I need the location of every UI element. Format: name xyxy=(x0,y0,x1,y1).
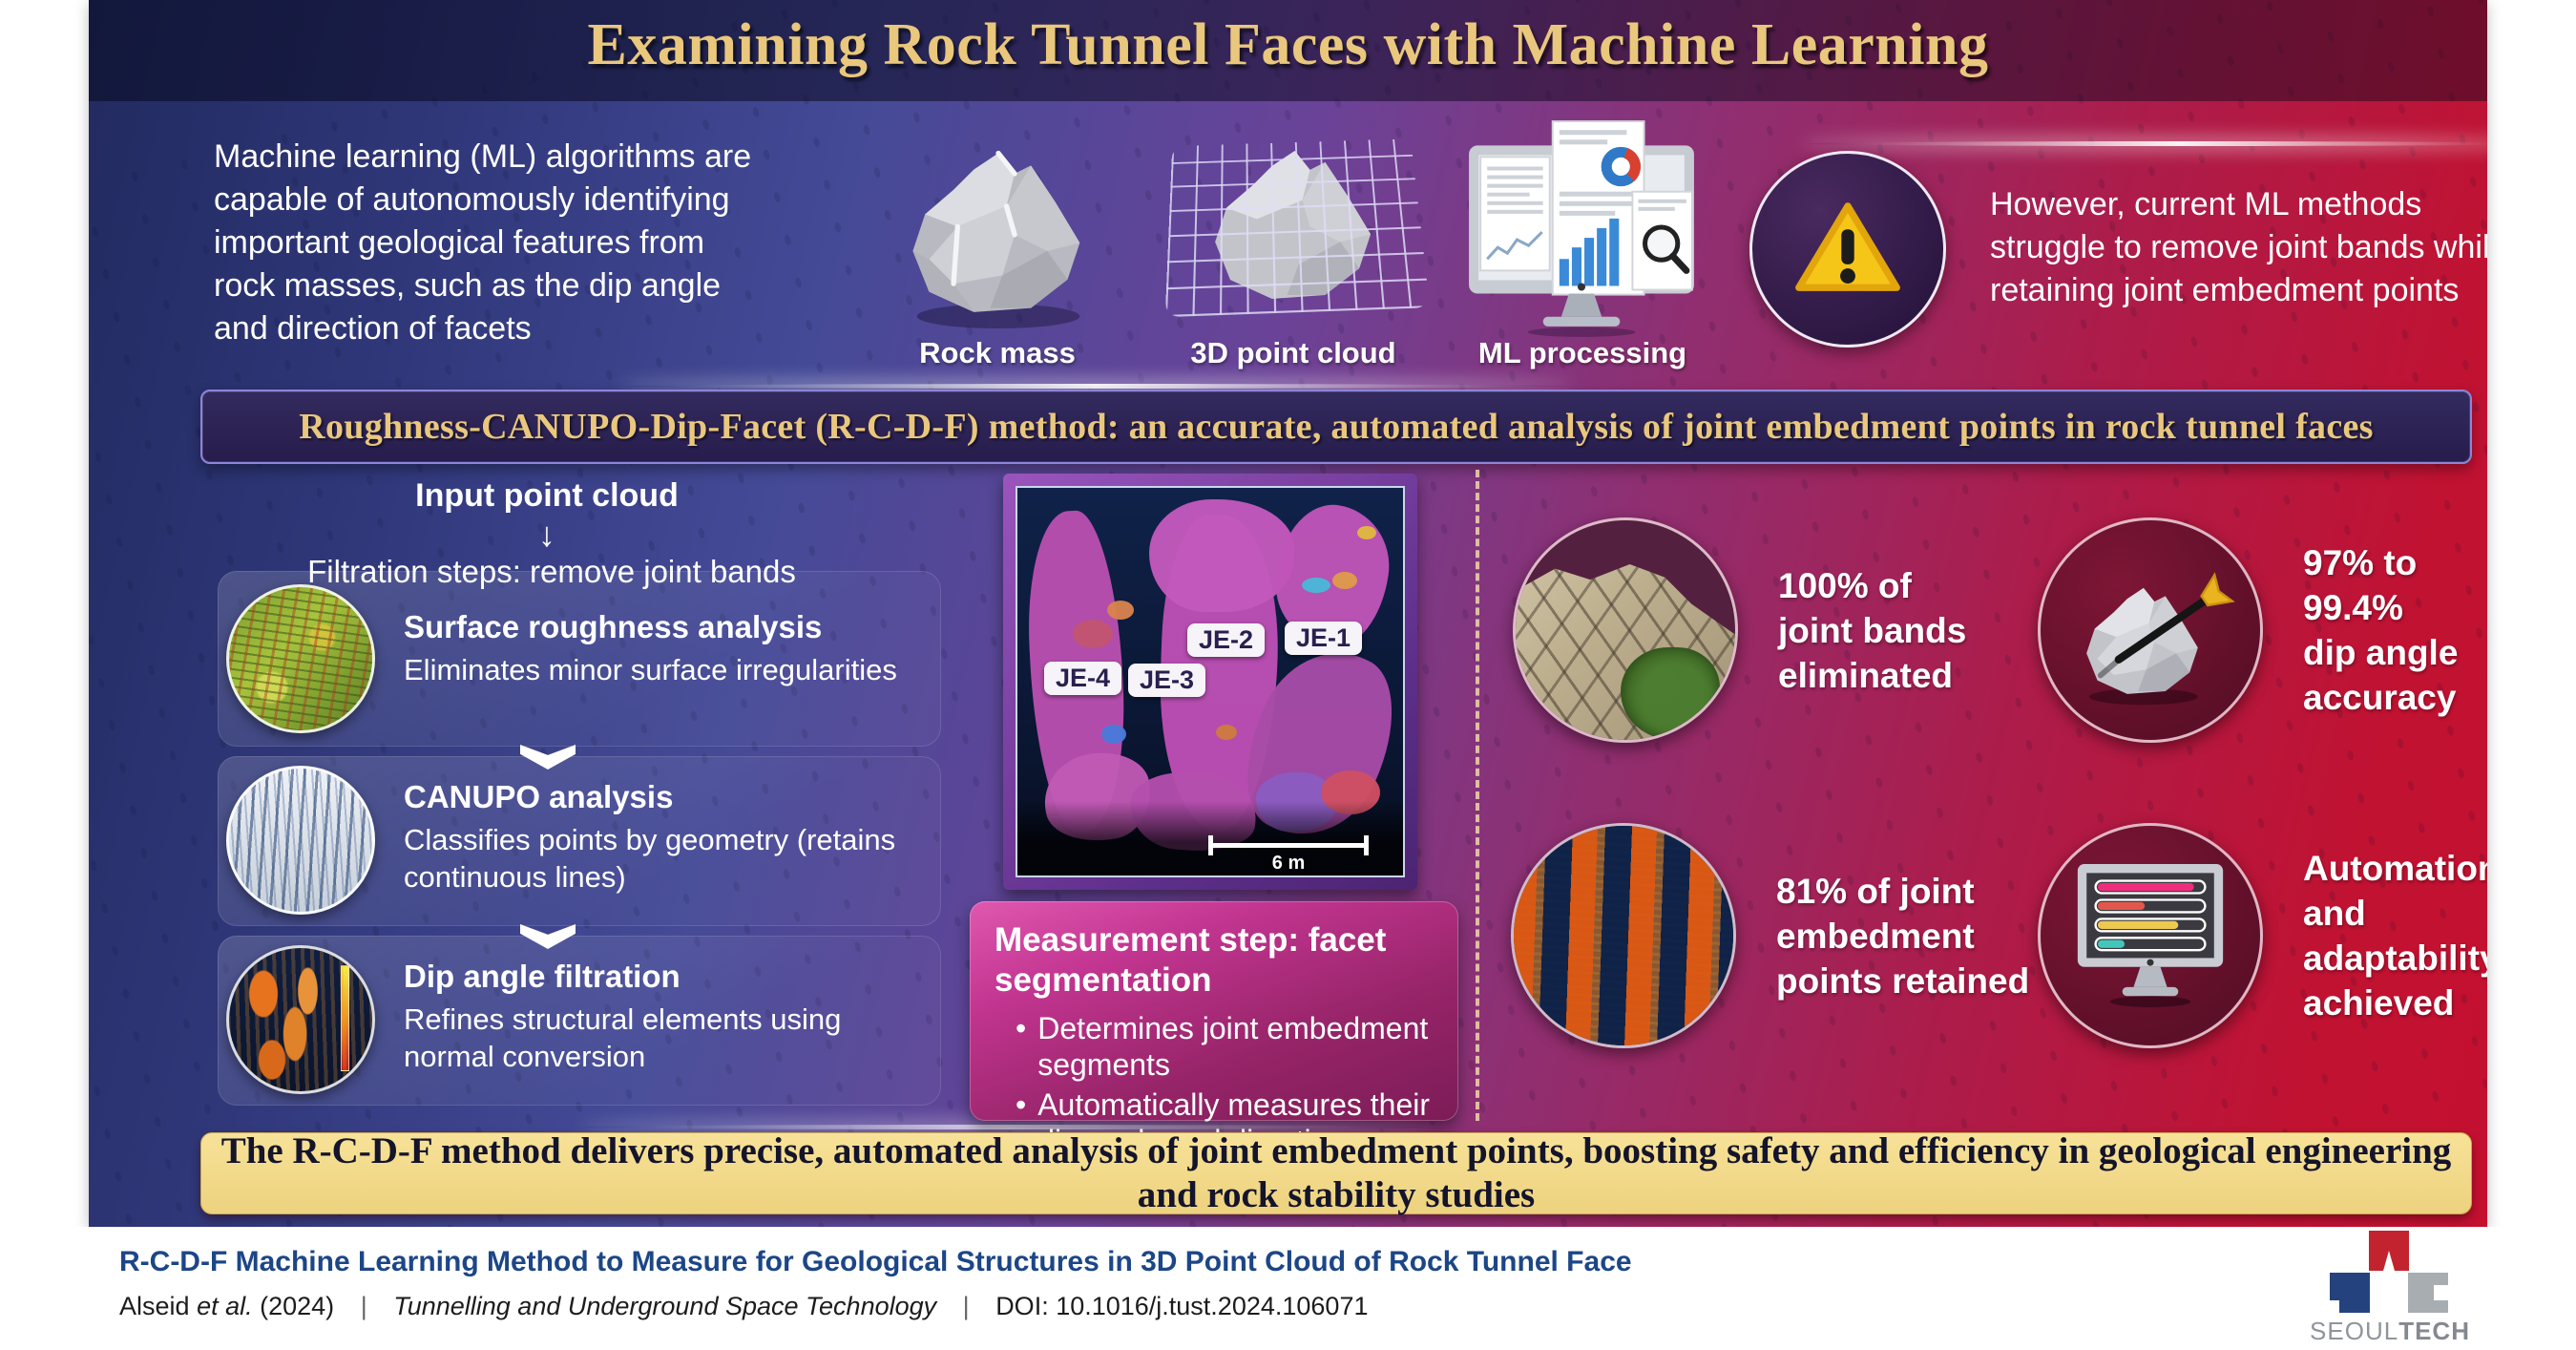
conclusion-banner: The R-C-D-F method delivers precise, aut… xyxy=(200,1130,2472,1215)
segmentation-image: JE-2 JE-1 JE-4 JE-3 6 m xyxy=(1016,486,1405,877)
step-canupo: CANUPO analysis Classifies points by geo… xyxy=(404,779,938,896)
infographic-canvas: Examining Rock Tunnel Faces with Machine… xyxy=(89,0,2487,1227)
light-streak xyxy=(1807,141,2487,146)
je-4-label: JE-4 xyxy=(1044,662,1122,695)
method-banner-text: Roughness-CANUPO-Dip-Facet (R-C-D-F) met… xyxy=(299,407,2374,447)
ml-processing-icon xyxy=(1461,116,1702,338)
step-description: Refines structural elements using normal… xyxy=(404,1002,842,1073)
dashed-divider xyxy=(1476,470,1479,1121)
warning-triangle-icon xyxy=(1795,202,1900,291)
result-text: 81% of joint embedment points retained xyxy=(1776,871,2030,1001)
scale-bar xyxy=(1208,835,1369,855)
seoultech-logo-text: SEOULTECH xyxy=(2309,1317,2471,1346)
logo-word-seoul: SEOUL xyxy=(2310,1317,2399,1345)
separator: | xyxy=(360,1292,367,1320)
logo-word-tech: TECH xyxy=(2398,1317,2470,1345)
result-text: 97% to 99.4% dip angle accuracy xyxy=(2303,543,2459,717)
separator: | xyxy=(962,1292,970,1320)
measurement-card-title: Measurement step: facet segmentation xyxy=(995,921,1387,999)
down-arrow-icon: ↓ xyxy=(538,515,555,554)
result-points-retained: 81% of joint embedment points retained xyxy=(1511,823,2029,1048)
dip-angle-thumbnail xyxy=(226,945,375,1094)
pipeline-label-ml-processing: ML processing xyxy=(1477,336,1687,369)
pipeline-label-point-cloud: 3D point cloud xyxy=(1190,336,1396,369)
canupo-thumbnail xyxy=(226,766,375,915)
citation-etal: et al. xyxy=(197,1292,253,1320)
measurement-step-card: Measurement step: facet segmentation • D… xyxy=(970,901,1458,1158)
light-streak xyxy=(623,384,1568,389)
point-cloud-icon xyxy=(1162,132,1431,330)
seoultech-logo-mark xyxy=(2330,1231,2448,1313)
rock-mass-icon xyxy=(873,145,1123,328)
result-text: Automation and adaptability achieved xyxy=(2303,849,2487,1023)
citation-year: (2024) xyxy=(260,1292,335,1320)
je-2-label: JE-2 xyxy=(1187,623,1266,657)
citation-line: Alseid et al. (2024) | Tunnelling and Un… xyxy=(119,1292,1368,1321)
title-band xyxy=(89,0,2487,101)
result-automation: Automation and adaptability achieved xyxy=(2038,823,2487,1048)
intro-left-text: Machine learning (ML) algorithms are cap… xyxy=(214,138,752,347)
step-title: Surface roughness analysis xyxy=(404,609,823,644)
result-dip-accuracy: 97% to 99.4% dip angle accuracy xyxy=(2038,517,2487,743)
bullet-icon: • xyxy=(1016,1087,1027,1122)
rock-slope-photo xyxy=(1513,517,1738,743)
step-description: Classifies points by geometry (retains c… xyxy=(404,823,896,894)
scale-bar-label: 6 m xyxy=(1271,853,1306,874)
rock-arrow-icon xyxy=(2038,517,2263,743)
bullet-icon: • xyxy=(1016,1011,1027,1045)
pipeline-label-rock-mass: Rock mass xyxy=(919,336,1076,369)
point-cloud-texture-photo xyxy=(1511,823,1736,1048)
citation-doi: DOI: 10.1016/j.tust.2024.106071 xyxy=(995,1292,1369,1320)
footer: R-C-D-F Machine Learning Method to Measu… xyxy=(0,1227,2576,1350)
wireframe-mesh xyxy=(1165,138,1431,318)
result-text: 100% of joint bands eliminated xyxy=(1778,565,1967,695)
monitor-progress-icon xyxy=(2038,823,2263,1048)
workflow-input-label: Input point cloud xyxy=(415,477,679,514)
citation-journal: Tunnelling and Underground Space Technol… xyxy=(393,1292,937,1320)
step-surface-roughness: Surface roughness analysis Eliminates mi… xyxy=(404,609,938,688)
result-joint-bands: 100% of joint bands eliminated xyxy=(1513,517,1966,743)
page-title: Examining Rock Tunnel Faces with Machine… xyxy=(587,12,1989,77)
method-banner: Roughness-CANUPO-Dip-Facet (R-C-D-F) met… xyxy=(200,390,2472,464)
step-description: Eliminates minor surface irregularities xyxy=(404,653,897,686)
bullet-text: Determines joint embedment segments xyxy=(1037,1011,1429,1082)
je-3-label: JE-3 xyxy=(1128,664,1206,697)
workflow-filtration-label: Filtration steps: remove joint bands xyxy=(222,554,881,590)
je-1-label: JE-1 xyxy=(1285,622,1363,655)
step-title: CANUPO analysis xyxy=(404,779,674,814)
paper-title: R-C-D-F Machine Learning Method to Measu… xyxy=(119,1246,1632,1277)
colorbar xyxy=(341,965,349,1071)
surface-roughness-thumbnail xyxy=(226,584,375,733)
warning-badge xyxy=(1749,151,1946,348)
step-title: Dip angle filtration xyxy=(404,959,681,994)
citation-authors: Alseid xyxy=(119,1292,190,1320)
segmentation-figure: JE-2 JE-1 JE-4 JE-3 6 m xyxy=(1003,474,1417,890)
conclusion-banner-text: The R-C-D-F method delivers precise, aut… xyxy=(220,1130,2452,1215)
light-streak xyxy=(585,1125,1425,1129)
intro-right-text: However, current ML methods struggle to … xyxy=(1990,186,2487,308)
seoultech-logo: SEOULTECH xyxy=(2310,1231,2502,1345)
step-dip-angle: Dip angle filtration Refines structural … xyxy=(404,959,938,1075)
